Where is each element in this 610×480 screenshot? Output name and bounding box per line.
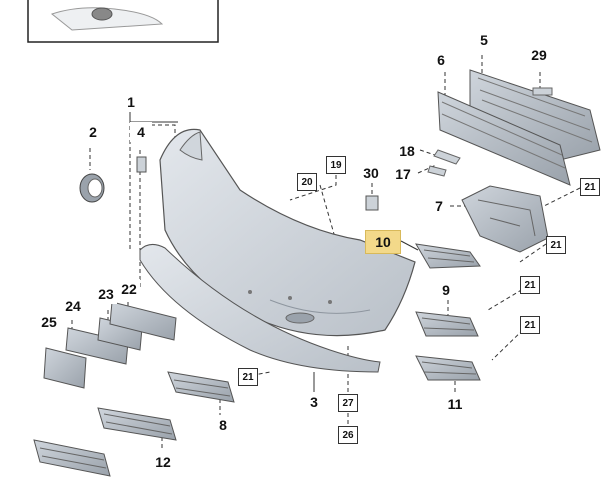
ref-label-27: 27 bbox=[338, 394, 358, 412]
part-18-shape bbox=[433, 149, 461, 165]
ref-label-20: 20 bbox=[297, 173, 317, 191]
trim-plate-25 bbox=[43, 347, 87, 389]
impact-beam bbox=[437, 91, 571, 186]
grille-10 bbox=[415, 243, 481, 269]
part-label-2: 2 bbox=[82, 122, 104, 142]
part-label-3: 3 bbox=[303, 392, 325, 412]
grille-12 bbox=[97, 407, 177, 441]
part-label-18: 18 bbox=[396, 141, 418, 161]
part-label-17: 17 bbox=[392, 164, 414, 184]
reinforcement-beam bbox=[469, 69, 601, 161]
grille-lower-left bbox=[33, 439, 111, 477]
part-17-shape bbox=[427, 165, 447, 177]
vehicle-inset bbox=[27, 0, 219, 43]
trim-plate-22 bbox=[109, 301, 177, 341]
part-label-5: 5 bbox=[473, 30, 495, 50]
emblem-inner bbox=[87, 178, 103, 198]
part-label-25: 25 bbox=[38, 312, 60, 332]
part-label-11: 11 bbox=[444, 394, 466, 414]
part-label-30: 30 bbox=[360, 163, 382, 183]
part-label-9: 9 bbox=[435, 280, 457, 300]
clip-30-shape bbox=[365, 195, 379, 211]
part-label-23: 23 bbox=[95, 284, 117, 304]
grille-9 bbox=[415, 311, 479, 337]
part-label-7: 7 bbox=[428, 196, 450, 216]
ref-label-21-b: 21 bbox=[546, 236, 566, 254]
grille-11 bbox=[415, 355, 481, 381]
part-label-29: 29 bbox=[528, 45, 550, 65]
ref-label-21-c: 21 bbox=[520, 276, 540, 294]
part-label-12: 12 bbox=[152, 452, 174, 472]
grille-8 bbox=[167, 371, 235, 403]
carrier-frame bbox=[461, 185, 549, 253]
clip-shape bbox=[136, 156, 147, 173]
ref-label-19: 19 bbox=[326, 156, 346, 174]
ref-label-21-d: 21 bbox=[520, 316, 540, 334]
part-label-10[interactable]: 10 bbox=[365, 230, 401, 254]
part-label-4: 4 bbox=[130, 122, 152, 142]
part-label-8: 8 bbox=[212, 415, 234, 435]
bumper-cover bbox=[159, 128, 416, 337]
ref-label-21-a: 21 bbox=[580, 178, 600, 196]
ref-label-26: 26 bbox=[338, 426, 358, 444]
ref-label-21-e: 21 bbox=[238, 368, 258, 386]
spoiler-lip bbox=[139, 244, 381, 373]
part-29-shape bbox=[532, 87, 553, 96]
part-label-24: 24 bbox=[62, 296, 84, 316]
part-label-6: 6 bbox=[430, 50, 452, 70]
part-label-22: 22 bbox=[118, 279, 140, 299]
part-label-1: 1 bbox=[120, 92, 142, 112]
